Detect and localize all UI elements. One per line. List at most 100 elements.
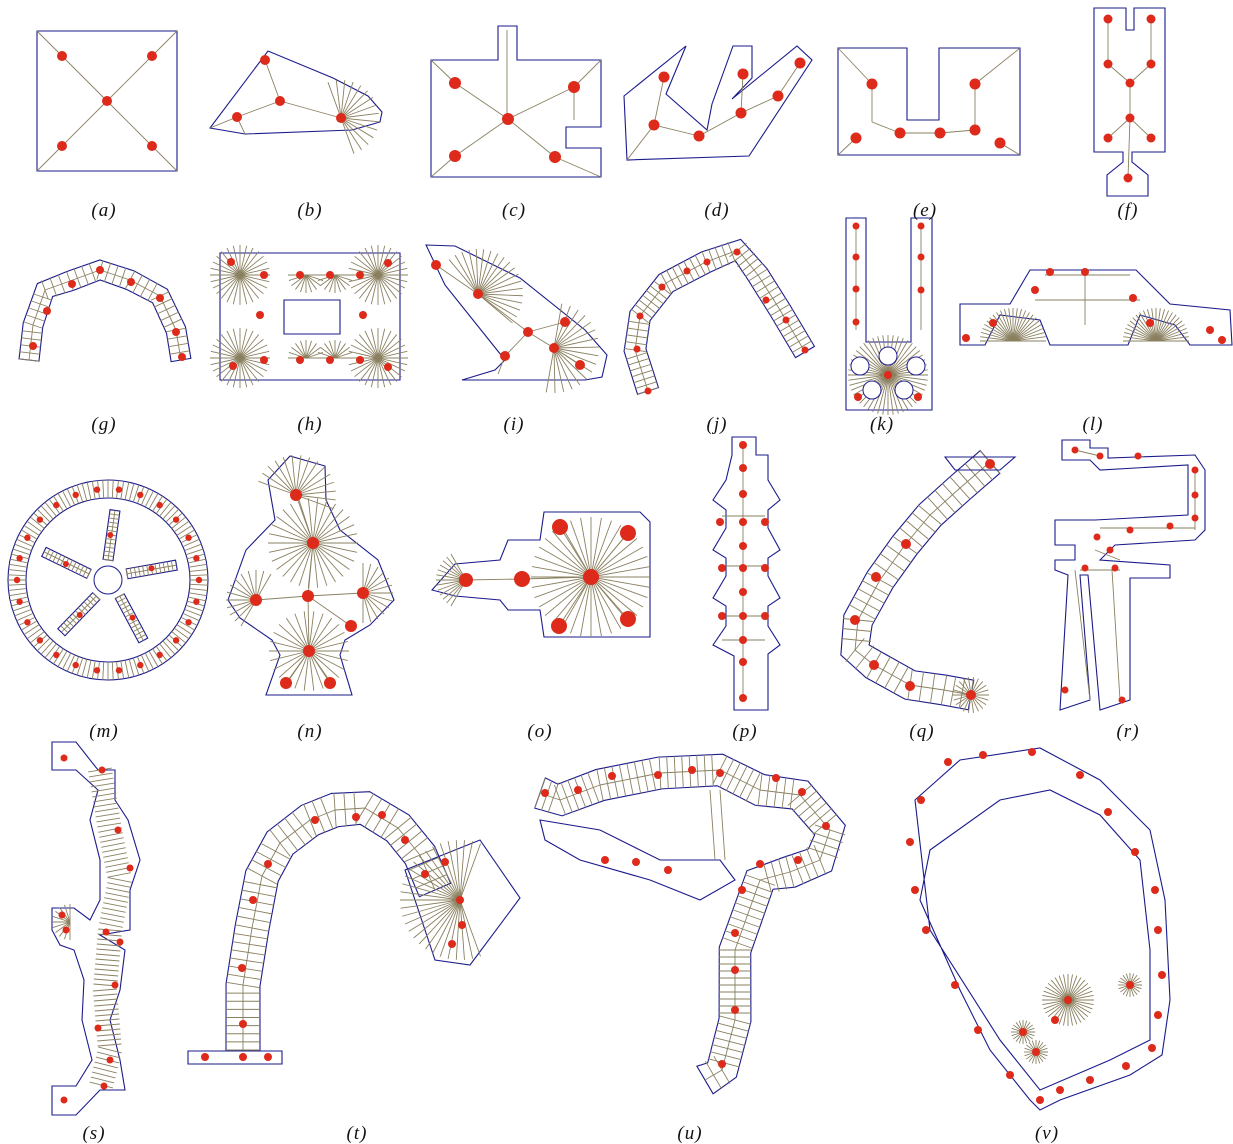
medial-point <box>704 259 711 266</box>
medial-point <box>307 537 319 549</box>
skeleton-edge <box>838 48 872 84</box>
medial-point <box>1129 294 1137 302</box>
medial-point <box>1154 926 1162 934</box>
medial-point <box>1072 447 1079 454</box>
medial-point <box>718 564 726 572</box>
skeleton-edge <box>95 969 119 971</box>
medial-point <box>1104 15 1113 24</box>
medial-point <box>1124 174 1133 183</box>
medial-point <box>867 79 878 90</box>
medial-point <box>918 254 925 261</box>
medial-point <box>24 535 30 541</box>
shape-f <box>1094 8 1165 196</box>
skeleton-edge <box>478 294 520 310</box>
shape-r <box>1055 440 1205 710</box>
skeleton-edge <box>738 250 758 275</box>
medial-point <box>763 297 770 304</box>
skeleton-edge <box>478 294 512 323</box>
skeleton-edge <box>930 488 960 515</box>
medial-point <box>1126 79 1135 88</box>
shape-u <box>535 754 846 1094</box>
skeleton-edge <box>186 605 203 611</box>
medial-point <box>280 677 292 689</box>
medial-point <box>1112 565 1119 572</box>
medial-point <box>853 319 860 326</box>
skeleton-edge <box>87 660 91 678</box>
medial-point <box>172 328 180 336</box>
skeleton-edge <box>103 662 104 680</box>
medial-point <box>1147 15 1156 24</box>
medial-point <box>739 441 747 449</box>
medial-point <box>1031 286 1039 294</box>
medial-point <box>16 555 22 561</box>
skeleton-edge <box>102 908 126 913</box>
shape-q <box>841 451 1015 713</box>
shape-outline <box>535 754 846 1094</box>
medial-point <box>449 77 461 89</box>
medial-point <box>1131 848 1139 856</box>
medial-point <box>1126 114 1135 123</box>
medial-point <box>296 356 304 364</box>
medial-point <box>869 660 879 670</box>
skeleton-edge <box>96 1019 120 1021</box>
skeleton-edge <box>272 543 313 561</box>
medial-point <box>568 81 580 93</box>
hole-outline <box>907 357 925 375</box>
skeleton-edge <box>93 798 117 802</box>
medial-point <box>458 921 466 929</box>
skeleton-edge <box>189 564 207 567</box>
medial-point <box>654 771 662 779</box>
medial-point <box>378 811 386 819</box>
medial-point <box>901 539 911 549</box>
skeleton-edge <box>820 830 830 860</box>
medial-point <box>1151 886 1159 894</box>
shape-outline <box>838 48 1020 155</box>
medial-point <box>664 866 672 874</box>
skeleton-edge <box>272 525 313 543</box>
medial-point <box>1082 565 1089 572</box>
skeleton-edge <box>70 270 100 281</box>
medial-point <box>739 564 747 572</box>
skeleton-edge <box>92 793 116 797</box>
skeleton-edge <box>335 808 365 810</box>
shape-panels <box>8 8 1232 1115</box>
medial-point <box>738 69 749 80</box>
skeleton-edge <box>106 868 130 873</box>
skeleton-edge <box>96 959 120 961</box>
medial-point <box>431 260 441 270</box>
skeleton-edge <box>177 526 192 536</box>
medial-point <box>736 108 747 119</box>
skeleton-edge <box>97 1039 121 1041</box>
medial-point <box>502 113 514 125</box>
skeleton-edge <box>1112 570 1120 700</box>
medial-point <box>795 58 806 69</box>
medial-point <box>37 637 43 643</box>
shape-outline <box>1094 8 1165 196</box>
shape-outline <box>841 451 1000 710</box>
skeleton-edge <box>874 665 910 685</box>
shape-d <box>624 46 812 160</box>
medial-point <box>794 856 802 864</box>
skeleton-edge <box>100 838 124 843</box>
shape-outline <box>284 300 340 334</box>
medial-point <box>1046 268 1054 276</box>
skeleton-edge <box>112 480 113 498</box>
medial-point <box>716 769 724 777</box>
skeleton-edge <box>554 348 555 393</box>
medial-point <box>1167 523 1174 530</box>
skeleton-edge <box>720 770 760 790</box>
skeleton-edge <box>103 903 127 908</box>
medial-point <box>783 317 790 324</box>
medial-point <box>61 1097 68 1104</box>
shape-l <box>960 268 1232 345</box>
skeleton-edge <box>82 659 87 676</box>
skeleton-edge <box>1075 450 1100 456</box>
skeleton-edge <box>710 790 715 860</box>
medial-point <box>73 662 79 668</box>
skeleton-edge <box>98 1047 121 1053</box>
medial-point <box>116 667 122 673</box>
skeleton-edge <box>402 900 460 916</box>
medial-point <box>29 342 37 350</box>
skeleton-edge <box>129 483 134 500</box>
medial-point <box>1076 771 1084 779</box>
